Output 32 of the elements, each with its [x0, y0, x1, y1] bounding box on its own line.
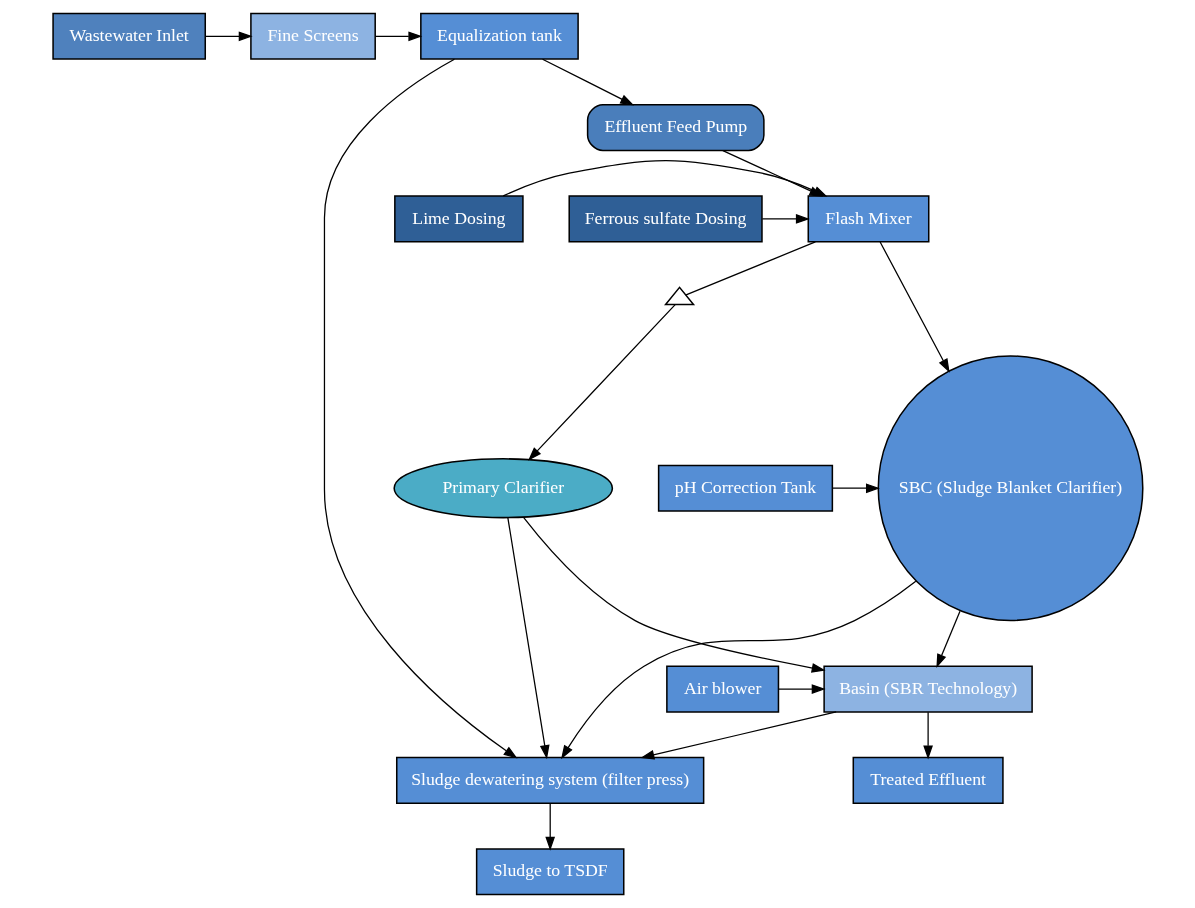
node-box: Wastewater Inlet — [51, 12, 206, 60]
arrow — [374, 31, 422, 42]
arrow — [831, 483, 880, 494]
node-box: Basin (SBR Technology) — [822, 665, 1033, 713]
node-box: Air blower — [665, 665, 779, 713]
node-valve — [663, 286, 695, 306]
arrow — [761, 214, 810, 224]
node-box: Equalization tank — [419, 12, 579, 60]
node-box: Flash Mixer — [807, 195, 929, 243]
arrow — [527, 304, 676, 461]
node-box: pH Correction Tank — [657, 464, 833, 512]
arrow — [639, 711, 837, 760]
node-box: Sludge to TSDF — [475, 848, 624, 896]
node-ellipse: Primary Clarifier — [392, 458, 613, 519]
arrow — [541, 58, 634, 106]
arrow — [777, 684, 826, 694]
arrow — [204, 31, 253, 42]
node-box: Treated Effluent — [852, 756, 1004, 804]
arrow — [560, 580, 916, 760]
node-box: Fine Screens — [249, 12, 376, 60]
node-box: Lime Dosing — [393, 195, 524, 243]
node-box: Ferrous sulfate Dosing — [567, 195, 763, 243]
connector — [684, 241, 816, 296]
arrow — [922, 711, 933, 760]
node-box: Effluent Feed Pump — [586, 104, 765, 152]
arrow — [506, 517, 550, 760]
node-box: Sludge dewatering system (filter press) — [395, 756, 704, 804]
arrow — [544, 803, 555, 851]
arrow — [935, 610, 961, 668]
arrow — [323, 58, 517, 759]
arrow — [522, 517, 826, 673]
arrow — [879, 241, 950, 373]
